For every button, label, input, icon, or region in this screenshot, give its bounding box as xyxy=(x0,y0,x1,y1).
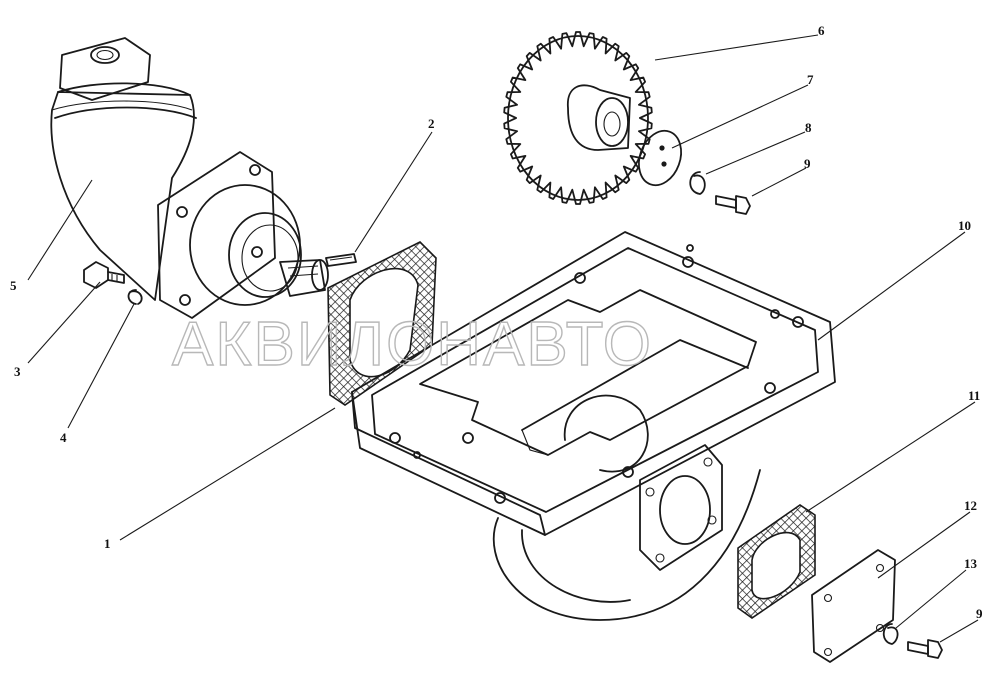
lower-washer-bolt xyxy=(882,623,943,659)
callout-3: 3 xyxy=(14,364,21,379)
shaft-key xyxy=(325,253,357,267)
callout-8: 8 xyxy=(805,120,812,135)
bolt-and-washer xyxy=(83,261,143,305)
watermark: АКВИЛОНАВТО xyxy=(172,310,653,379)
callout-12: 12 xyxy=(964,498,977,513)
lock-plate xyxy=(638,129,682,187)
sprocket xyxy=(503,31,653,205)
callout-9-lower: 9 xyxy=(976,606,983,621)
callout-2: 2 xyxy=(428,116,435,131)
callout-13: 13 xyxy=(964,556,978,571)
callout-1: 1 xyxy=(104,536,111,551)
callout-6: 6 xyxy=(818,23,825,38)
side-gasket xyxy=(737,504,816,619)
callout-11: 11 xyxy=(968,388,980,403)
cover-plate xyxy=(811,549,896,663)
hydraulic-motor xyxy=(50,37,329,319)
callout-numbers: 1 2 3 4 5 6 7 8 9 10 11 12 13 9 xyxy=(10,23,983,621)
callout-9-upper: 9 xyxy=(804,156,811,171)
upper-washer-bolt xyxy=(689,171,751,215)
gearbox-housing xyxy=(351,231,836,621)
callout-5: 5 xyxy=(10,278,17,293)
callout-7: 7 xyxy=(807,72,814,87)
callout-10: 10 xyxy=(958,218,971,233)
leader-lines xyxy=(27,34,979,643)
callout-4: 4 xyxy=(60,430,67,445)
